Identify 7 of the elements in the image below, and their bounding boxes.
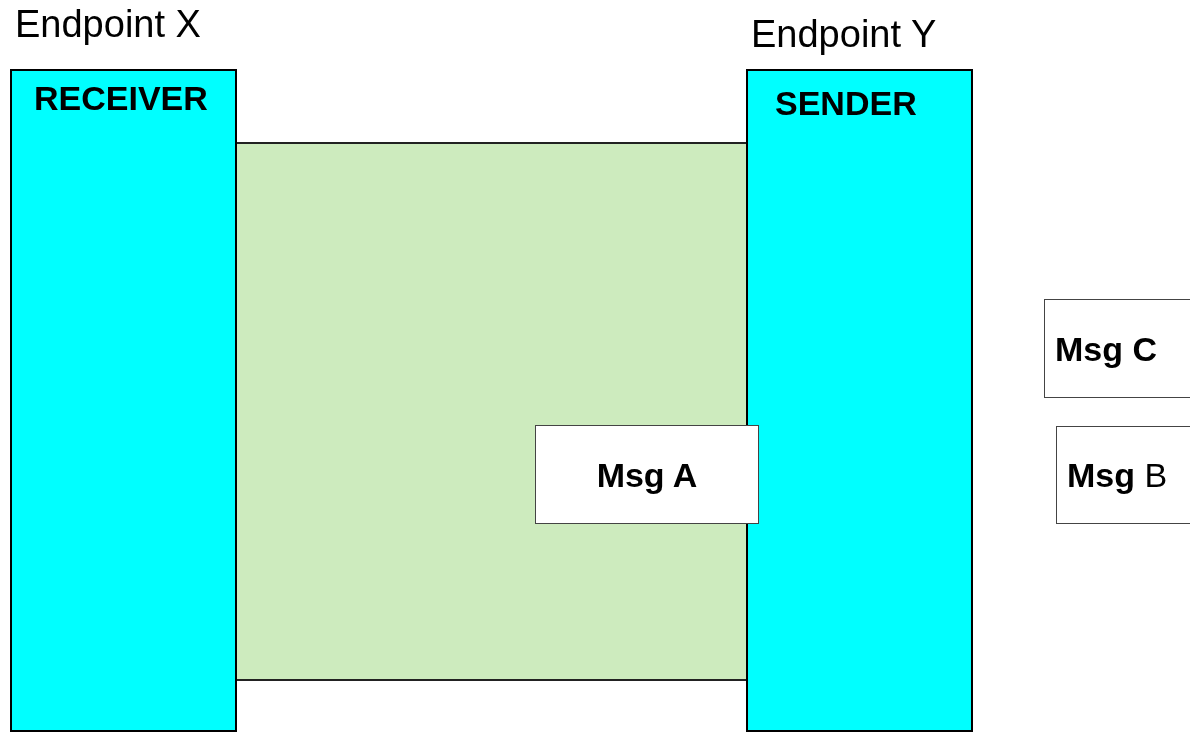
role-label: RECEIVER: [34, 81, 208, 115]
endpoint-heading: Endpoint X: [15, 5, 201, 43]
endpoint-heading: Endpoint Y: [751, 15, 937, 53]
message-box: Msg C: [1044, 299, 1190, 398]
message-box: Msg B: [1056, 426, 1190, 524]
role-label: SENDER: [775, 86, 917, 120]
channel-band: [236, 142, 747, 681]
